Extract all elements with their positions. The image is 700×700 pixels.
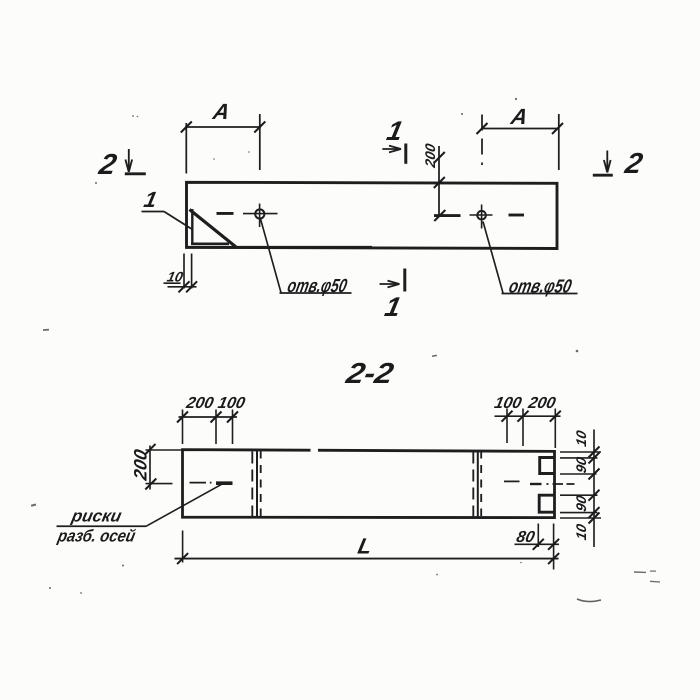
svg-text:2: 2 [621, 147, 645, 180]
svg-text:10: 10 [573, 429, 589, 448]
svg-text:200: 200 [131, 448, 151, 483]
svg-text:1: 1 [384, 115, 406, 146]
svg-text:200: 200 [422, 142, 438, 170]
svg-text:А: А [210, 99, 232, 124]
svg-text:L: L [356, 534, 375, 559]
svg-text:отв.φ50: отв.φ50 [507, 277, 574, 298]
svg-text:1: 1 [382, 291, 404, 322]
svg-text:1: 1 [142, 187, 159, 212]
svg-text:риски: риски [69, 506, 124, 526]
svg-text:10: 10 [573, 522, 589, 541]
svg-text:90: 90 [573, 455, 589, 474]
svg-text:90: 90 [573, 494, 589, 513]
svg-text:2: 2 [95, 148, 119, 181]
svg-text:А: А [508, 104, 530, 129]
svg-text:10: 10 [166, 269, 185, 285]
svg-text:отв.φ50: отв.φ50 [285, 276, 349, 297]
svg-text:2-2: 2-2 [342, 357, 396, 390]
svg-text:100: 100 [493, 394, 523, 412]
svg-text:разб. осей: разб. осей [55, 526, 137, 546]
svg-text:200: 200 [184, 394, 215, 412]
svg-text:80: 80 [515, 528, 537, 546]
svg-text:200: 200 [526, 394, 557, 412]
svg-text:100: 100 [216, 394, 246, 412]
